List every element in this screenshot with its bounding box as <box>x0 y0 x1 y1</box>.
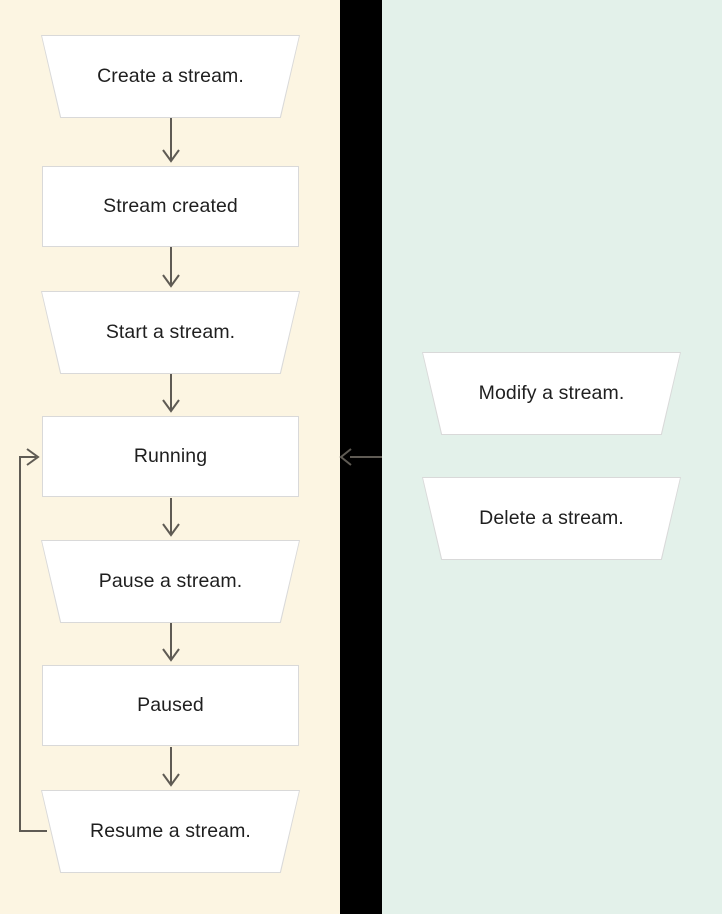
node-running[interactable]: Running <box>42 416 299 497</box>
node-label: Resume a stream. <box>90 819 251 842</box>
node-create-a-stream[interactable]: Create a stream. <box>41 35 300 118</box>
node-pause-a-stream[interactable]: Pause a stream. <box>41 540 300 623</box>
node-label: Running <box>133 444 208 467</box>
node-shape-fill <box>42 541 299 622</box>
node-paused[interactable]: Paused <box>42 665 299 746</box>
node-shape-fill <box>42 36 299 117</box>
node-resume-a-stream[interactable]: Resume a stream. <box>41 790 300 873</box>
edge-start-to-running <box>162 374 180 413</box>
node-label: Create a stream. <box>97 64 244 87</box>
node-label: Paused <box>137 693 204 716</box>
node-delete-a-stream[interactable]: Delete a stream. <box>422 477 681 560</box>
node-stream-created[interactable]: Stream created <box>42 166 299 247</box>
node-label: Start a stream. <box>105 320 236 343</box>
edge-management-to-running <box>339 448 382 466</box>
edge-create-to-created <box>162 118 180 163</box>
edge-running-to-pause <box>162 498 180 537</box>
edge-resume-to-running-loopback <box>19 448 47 832</box>
node-modify-a-stream[interactable]: Modify a stream. <box>422 352 681 435</box>
edge-paused-to-resume <box>162 747 180 787</box>
edge-pause-to-paused <box>162 623 180 662</box>
node-label: Pause a stream. <box>98 569 243 592</box>
node-shape-fill <box>42 791 299 872</box>
node-shape-fill <box>423 353 680 434</box>
node-label: Modify a stream. <box>478 381 625 404</box>
node-start-a-stream[interactable]: Start a stream. <box>41 291 300 374</box>
node-label: Stream created <box>103 194 238 217</box>
node-shape-fill <box>42 292 299 373</box>
management-panel-background <box>382 0 722 914</box>
node-label: Delete a stream. <box>479 506 624 529</box>
node-shape-fill <box>423 478 680 559</box>
edge-created-to-start <box>162 247 180 288</box>
